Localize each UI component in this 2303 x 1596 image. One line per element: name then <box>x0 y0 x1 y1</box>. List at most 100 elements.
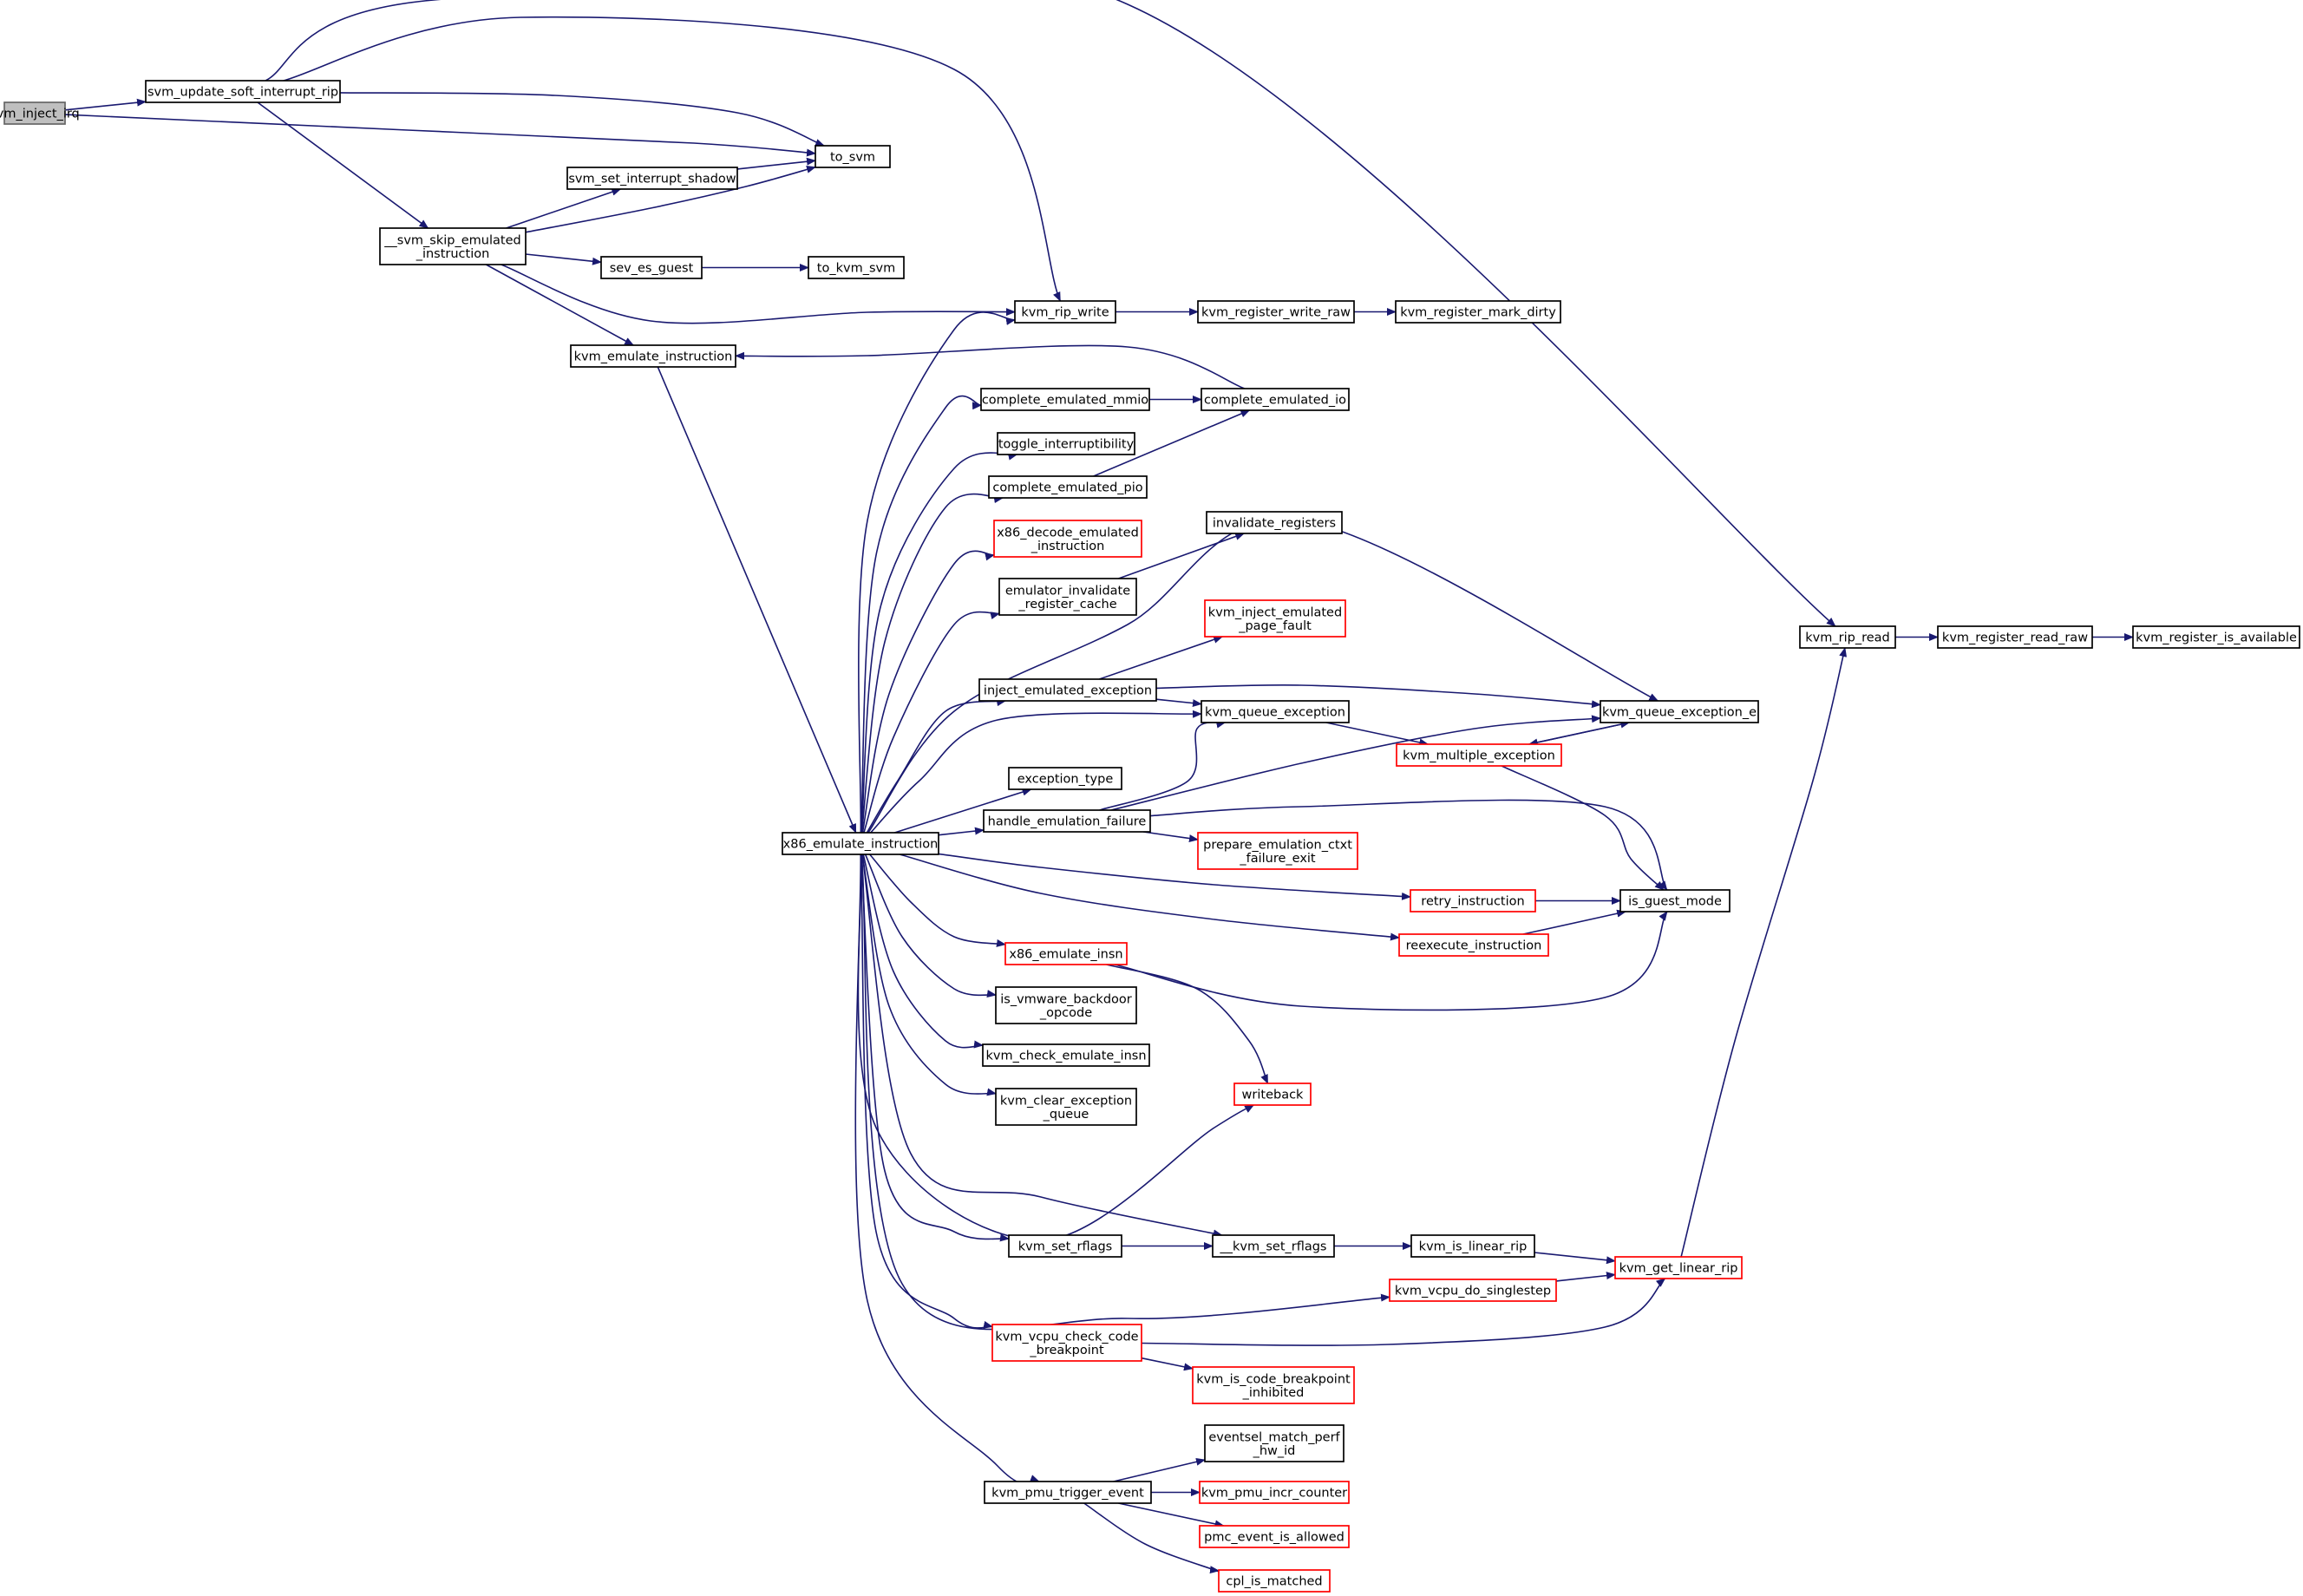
node-writeback[interactable]: writeback <box>1233 1083 1312 1106</box>
node-box <box>1008 767 1122 790</box>
node-kvm_emulate_instruction[interactable]: kvm_emulate_instruction <box>570 344 736 368</box>
node-box <box>1204 1424 1345 1462</box>
node-reexecute_instruction[interactable]: reexecute_instruction <box>1398 933 1549 957</box>
node-__kvm_set_rflags[interactable]: __kvm_set_rflags <box>1212 1234 1335 1258</box>
edge-kvm_get_linear_rip-to-kvm_rip_read <box>1680 647 1848 1258</box>
node-invalidate_registers[interactable]: invalidate_registers <box>1206 511 1343 534</box>
node-label: x86_emulate_instruction <box>783 838 939 852</box>
edge-emulator_invalidate_register_cache-to-invalidate_registers <box>1118 533 1246 579</box>
node-label: invalidate_registers <box>1213 517 1336 531</box>
node-kvm_multiple_exception[interactable]: kvm_multiple_exception <box>1396 743 1562 767</box>
node-kvm_is_linear_rip[interactable]: kvm_is_linear_rip <box>1410 1234 1535 1258</box>
node-kvm_clear_exception_queue[interactable]: kvm_clear_exception_queue <box>995 1088 1137 1126</box>
node-kvm_register_is_available[interactable]: kvm_register_is_available <box>2132 625 2300 649</box>
node-svm_inject_irq[interactable]: svm_inject_irq <box>0 101 80 125</box>
node-kvm_queue_exception_e[interactable]: kvm_queue_exception_e <box>1600 700 1759 723</box>
node-box <box>1206 511 1343 534</box>
node-kvm_inject_emulated_page_fault[interactable]: kvm_inject_emulated_page_fault <box>1204 599 1346 638</box>
node-label: complete_emulated_pio <box>992 481 1142 495</box>
node-label: kvm_rip_read <box>1805 631 1889 645</box>
node-__svm_skip_emulated_instruction[interactable]: __svm_skip_emulated_instruction <box>379 227 527 265</box>
node-label: exception_type <box>1017 773 1114 787</box>
edge-svm_update_soft_interrupt_rip-to-kvm_rip_write <box>283 16 1062 302</box>
node-kvm_is_code_breakpoint_inhibited[interactable]: kvm_is_code_breakpoint_inhibited <box>1192 1366 1355 1404</box>
node-kvm_queue_exception[interactable]: kvm_queue_exception <box>1201 700 1350 723</box>
node-x86_emulate_insn[interactable]: x86_emulate_insn <box>1004 942 1128 965</box>
node-box <box>1233 1083 1312 1106</box>
node-handle_emulation_failure[interactable]: handle_emulation_failure <box>983 809 1151 833</box>
node-kvm_rip_read[interactable]: kvm_rip_read <box>1799 625 1896 649</box>
node-kvm_pmu_incr_counter[interactable]: kvm_pmu_incr_counter <box>1199 1481 1350 1504</box>
node-box <box>808 256 905 279</box>
node-x86_decode_emulated_instruction[interactable]: x86_decode_emulated_instruction <box>993 520 1142 558</box>
node-svm_set_interrupt_shadow[interactable]: svm_set_interrupt_shadow <box>566 167 738 190</box>
node-kvm_pmu_trigger_event[interactable]: kvm_pmu_trigger_event <box>984 1481 1152 1504</box>
node-box <box>782 832 939 855</box>
node-kvm_register_mark_dirty[interactable]: kvm_register_mark_dirty <box>1395 300 1561 324</box>
node-label: pmc_event_is_allowed <box>1204 1531 1345 1545</box>
node-complete_emulated_io[interactable]: complete_emulated_io <box>1201 388 1350 411</box>
node-box <box>1600 700 1759 723</box>
node-label: toggle_interruptibility <box>998 438 1135 452</box>
edge-x86_emulate_instruction-to-kvm_vcpu_check_code_breakpoint <box>860 854 993 1329</box>
edge-__svm_skip_emulated_instruction-to-svm_set_interrupt_shadow <box>506 187 622 229</box>
node-label: kvm_check_emulate_insn <box>985 1050 1146 1063</box>
node-complete_emulated_mmio[interactable]: complete_emulated_mmio <box>980 388 1150 411</box>
node-kvm_get_linear_rip[interactable]: kvm_get_linear_rip <box>1614 1256 1743 1279</box>
node-kvm_vcpu_do_singlestep[interactable]: kvm_vcpu_do_singlestep <box>1389 1279 1557 1302</box>
edge-kvm_pmu_trigger_event-to-pmc_event_is_allowed <box>1118 1502 1225 1528</box>
node-sev_es_guest[interactable]: sev_es_guest <box>600 256 703 279</box>
node-to_svm[interactable]: to_svm <box>815 145 891 168</box>
node-label: handle_emulation_failure <box>988 815 1147 829</box>
edge-inject_emulated_exception-to-kvm_queue_exception <box>1155 698 1202 708</box>
node-box <box>988 475 1148 499</box>
node-label: _inhibited <box>1242 1386 1305 1400</box>
node-label: kvm_is_linear_rip <box>1419 1240 1528 1254</box>
node-label: _opcode <box>1039 1006 1092 1020</box>
node-box <box>1201 388 1350 411</box>
node-x86_emulate_instruction[interactable]: x86_emulate_instruction <box>782 832 939 855</box>
node-kvm_register_read_raw[interactable]: kvm_register_read_raw <box>1937 625 2093 649</box>
node-is_vmware_backdoor_opcode[interactable]: is_vmware_backdoor_opcode <box>995 986 1137 1024</box>
node-is_guest_mode[interactable]: is_guest_mode <box>1619 889 1731 912</box>
node-exception_type[interactable]: exception_type <box>1008 767 1122 790</box>
node-kvm_register_write_raw[interactable]: kvm_register_write_raw <box>1197 300 1355 324</box>
node-kvm_check_emulate_insn[interactable]: kvm_check_emulate_insn <box>982 1043 1150 1067</box>
node-label: kvm_emulate_instruction <box>574 350 733 364</box>
node-label: to_kvm_svm <box>817 262 895 276</box>
edge-kvm_vcpu_check_code_breakpoint-to-kvm_get_linear_rip <box>1141 1278 1666 1346</box>
node-to_kvm_svm[interactable]: to_kvm_svm <box>808 256 905 279</box>
node-box <box>993 520 1142 558</box>
edge-svm_inject_irq-to-svm_update_soft_interrupt_rip <box>64 98 147 111</box>
node-box <box>997 432 1135 455</box>
node-label: _breakpoint <box>1029 1344 1104 1357</box>
node-complete_emulated_pio[interactable]: complete_emulated_pio <box>988 475 1148 499</box>
node-box <box>1410 1234 1535 1258</box>
node-pmc_event_is_allowed[interactable]: pmc_event_is_allowed <box>1199 1525 1350 1548</box>
node-svm_update_soft_interrupt_rip[interactable]: svm_update_soft_interrupt_rip <box>145 80 341 103</box>
node-box <box>1218 1569 1331 1593</box>
node-toggle_interruptibility[interactable]: toggle_interruptibility <box>997 432 1135 455</box>
node-kvm_vcpu_check_code_breakpoint[interactable]: kvm_vcpu_check_code_breakpoint <box>991 1324 1142 1362</box>
edge-inject_emulated_exception-to-kvm_queue_exception_e <box>1155 684 1601 709</box>
node-kvm_set_rflags[interactable]: kvm_set_rflags <box>1008 1234 1122 1258</box>
node-inject_emulated_exception[interactable]: inject_emulated_exception <box>978 678 1157 702</box>
node-box <box>995 986 1137 1024</box>
node-emulator_invalidate_register_cache[interactable]: emulator_invalidate_register_cache <box>998 578 1137 616</box>
node-eventsel_match_perf_hw_id[interactable]: eventsel_match_perf_hw_id <box>1204 1424 1345 1462</box>
node-label: x86_emulate_insn <box>1009 948 1122 962</box>
node-box <box>815 145 891 168</box>
node-box <box>978 678 1157 702</box>
edge-x86_emulate_instruction-to-kvm_queue_exception_e <box>867 518 1659 834</box>
edge-__svm_skip_emulated_instruction-to-kvm_rip_write <box>501 264 1016 324</box>
edge-kvm_pmu_trigger_event-to-eventsel_match_perf_hw_id <box>1113 1457 1206 1482</box>
edge-x86_emulate_instruction-to-emulator_invalidate_register_cache <box>863 611 1000 834</box>
edge-kvm_multiple_exception-to-kvm_queue_exception_e <box>1528 720 1631 745</box>
edge-svm_update_soft_interrupt_rip-to-to_svm <box>339 92 826 147</box>
node-prepare_emulation_ctxt_failure_exit[interactable]: prepare_emulation_ctxt_failure_exit <box>1197 832 1358 870</box>
node-retry_instruction[interactable]: retry_instruction <box>1410 889 1536 912</box>
node-box <box>3 101 66 125</box>
node-kvm_rip_write[interactable]: kvm_rip_write <box>1014 300 1116 324</box>
node-cpl_is_matched[interactable]: cpl_is_matched <box>1218 1569 1331 1593</box>
